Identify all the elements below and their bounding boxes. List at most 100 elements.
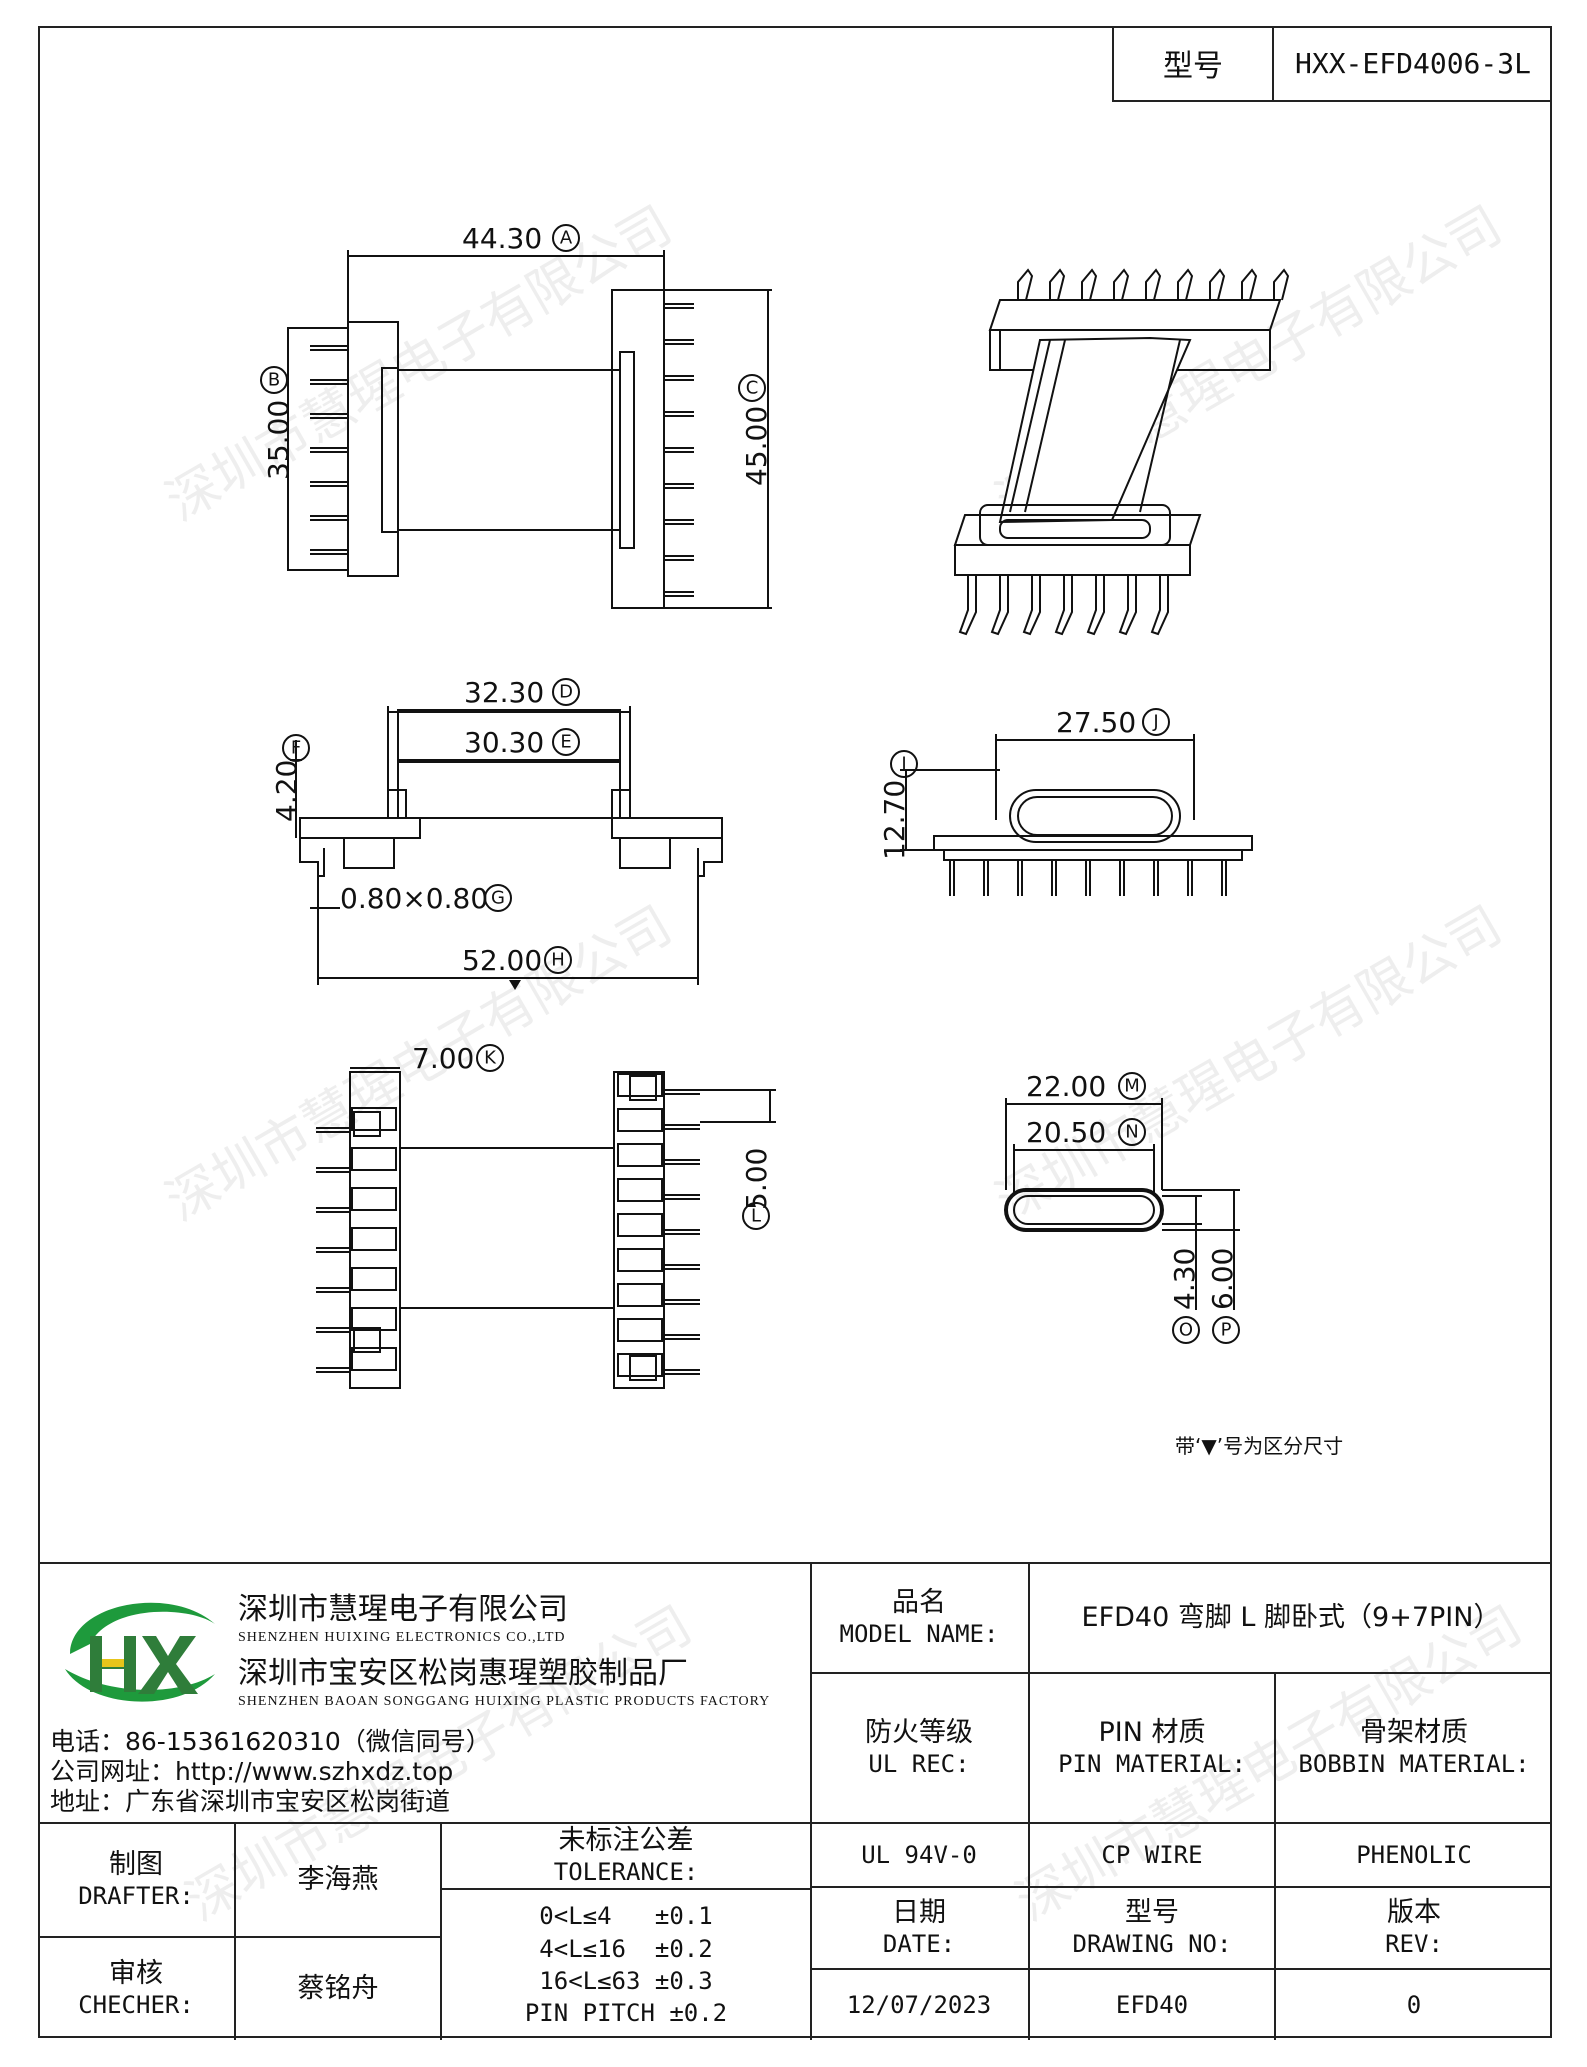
ul-rec-value: UL 94V-0 — [861, 1840, 977, 1869]
slot — [617, 1248, 663, 1272]
company-address: 地址：广东省深圳市宝安区松岗街道 — [50, 1787, 451, 1816]
dim-d-letter: D — [559, 682, 573, 703]
model-name-value: EFD40 弯脚 L 脚卧式（9+7PIN） — [1081, 1601, 1501, 1633]
company-phone: 电话：86-15361620310（微信同号） — [50, 1727, 491, 1756]
corner-slot — [629, 1075, 657, 1101]
slot — [617, 1353, 663, 1377]
window-section-view — [1004, 1098, 1240, 1310]
corner-slot — [353, 1111, 381, 1137]
dim-c-letter: C — [746, 378, 759, 399]
checker-name: 蔡铭舟 — [297, 1972, 379, 2004]
dim-a-marker — [552, 224, 580, 252]
dim-e-value: 30.30 — [464, 726, 544, 759]
isometric-view — [953, 268, 1290, 636]
dim-a-letter: A — [560, 228, 573, 249]
dim-e-marker — [552, 728, 580, 756]
slot — [617, 1318, 663, 1342]
bobbin-material-value: PHENOLIC — [1356, 1840, 1472, 1869]
dim-j-marker — [1142, 708, 1170, 736]
dim-c-value: 45.00 — [740, 406, 773, 486]
tolerance-row: 0<L≤4 ±0.1 — [539, 1902, 713, 1931]
pin-material-label: PIN 材质 PIN MATERIAL: — [1058, 1717, 1246, 1778]
dim-o-letter: O — [1179, 1320, 1193, 1341]
end-view — [900, 734, 1253, 896]
slot — [617, 1213, 663, 1237]
dim-f-marker — [282, 734, 310, 762]
dim-a-value: 44.30 — [462, 222, 542, 255]
distinguish-marker — [509, 980, 521, 990]
side-view — [290, 706, 723, 985]
slot — [617, 1108, 663, 1132]
front-view — [287, 250, 772, 609]
pin — [1177, 268, 1194, 301]
dim-m-letter: M — [1124, 1076, 1140, 1097]
dim-l-marker — [742, 1202, 770, 1230]
dim-h-letter: H — [551, 950, 565, 971]
dim-b-letter: B — [268, 370, 280, 391]
tolerance-label: 未标注公差 TOLERANCE: — [553, 1825, 699, 1886]
rev-value: 0 — [1406, 1990, 1422, 2019]
dim-i-marker — [890, 750, 918, 778]
company-logo — [65, 1602, 215, 1702]
tolerance-row: PIN PITCH ±0.2 — [524, 1999, 728, 2028]
company-name-1: 深圳市慧瑆电子有限公司 — [238, 1592, 568, 1627]
dim-j-letter: J — [1152, 712, 1158, 733]
slot — [351, 1347, 397, 1371]
pin — [1273, 268, 1290, 301]
dim-m-value: 22.00 — [1026, 1070, 1106, 1103]
drawing-no-value: EFD40 — [1115, 1990, 1189, 2019]
dim-f-letter: F — [291, 738, 301, 759]
dim-p-value: 6.00 — [1206, 1248, 1239, 1310]
dim-e-letter: E — [560, 732, 571, 753]
pin — [1081, 268, 1098, 301]
slot — [351, 1107, 397, 1131]
dim-h-value: 52.00 — [462, 944, 542, 977]
bottom-view — [316, 1067, 776, 1389]
dim-k-value: 7.00 — [412, 1042, 474, 1075]
dim-g-marker — [484, 884, 512, 912]
dim-b-marker — [260, 366, 288, 394]
ul-rec-label: 防火等级 UL REC: — [865, 1717, 973, 1778]
pin — [1118, 575, 1137, 636]
rev-label: 版本 REV: — [1385, 1897, 1443, 1958]
dim-l-value: 5.00 — [740, 1148, 773, 1210]
dim-h-marker — [544, 946, 572, 974]
tolerance-row: 4<L≤16 ±0.2 — [539, 1934, 713, 1963]
slot — [351, 1307, 397, 1331]
title-block: 深圳市慧瑆电子有限公司 SHENZHEN HUIXING ELECTRONICS… — [38, 1562, 1552, 2040]
slot — [351, 1147, 397, 1171]
pin — [1209, 268, 1226, 301]
drawing-no-label: 型号 DRAWING NO: — [1072, 1897, 1232, 1958]
pin — [958, 575, 977, 636]
dim-o-value: 4.30 — [1168, 1248, 1201, 1310]
dim-l-letter: L — [751, 1206, 761, 1227]
company-info: 深圳市慧瑆电子有限公司 SHENZHEN HUIXING ELECTRONICS… — [38, 1564, 810, 1822]
dim-j-value: 27.50 — [1056, 706, 1136, 739]
tolerance-table: 0<L≤4 ±0.1 4<L≤16 ±0.2 16<L≤63 ±0.3 PIN … — [442, 1890, 810, 2040]
slot — [617, 1283, 663, 1307]
dim-o-marker — [1172, 1316, 1200, 1344]
tolerance-row: 16<L≤63 ±0.3 — [539, 1967, 713, 1995]
model-header-box: 型号 HXX-EFD4006-3L — [1112, 26, 1552, 102]
dim-m-marker — [1118, 1072, 1146, 1100]
slot — [351, 1187, 397, 1211]
company-name-2: 深圳市宝安区松岗惠瑆塑胶制品厂 — [238, 1656, 688, 1691]
drawing-frame — [38, 26, 1552, 2038]
dim-d-value: 32.30 — [464, 676, 544, 709]
pin — [1150, 575, 1169, 636]
pin — [1017, 268, 1034, 301]
bobbin-material-label: 骨架材质 BOBBIN MATERIAL: — [1298, 1717, 1530, 1778]
dim-c-marker — [738, 374, 766, 402]
slot — [351, 1227, 397, 1251]
pin — [1145, 268, 1162, 301]
pin — [1113, 268, 1130, 301]
pin — [1241, 268, 1258, 301]
pin — [1049, 268, 1066, 301]
dim-p-marker — [1212, 1316, 1240, 1344]
dim-k-marker — [476, 1044, 504, 1072]
company-website: 公司网址：http://www.szhxdz.top — [50, 1757, 454, 1786]
distinguish-note: 带‘▼’号为区分尺寸 — [1175, 1434, 1344, 1458]
dim-d-marker — [552, 678, 580, 706]
dim-n-letter: N — [1125, 1122, 1138, 1143]
dim-p-letter: P — [1221, 1320, 1232, 1341]
